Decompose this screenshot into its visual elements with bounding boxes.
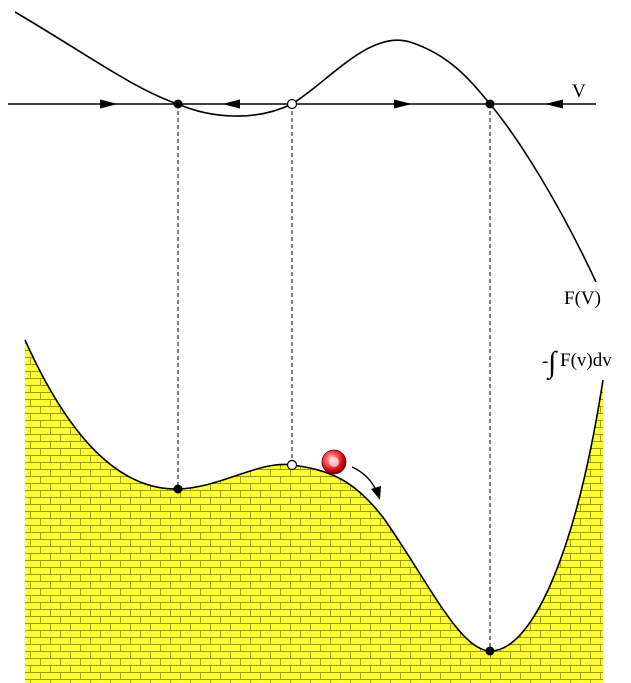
axis-label-v: V (572, 81, 586, 102)
stable-point-left (174, 100, 183, 109)
ball-highlight (329, 457, 339, 467)
motion-arrow-head (371, 486, 381, 500)
unstable-point (288, 100, 297, 109)
f-curve (15, 12, 596, 282)
potential-max (288, 461, 297, 470)
potential-min-right (486, 647, 495, 656)
potential-min-left (174, 485, 183, 494)
potential-label-expr: F(v)dv (560, 350, 612, 371)
curve-label-f: F(V) (564, 288, 601, 309)
potential-landscape (25, 340, 603, 683)
stable-point-right (486, 100, 495, 109)
motion-arrow-path (352, 467, 376, 490)
flow-arrow-right-1 (100, 100, 118, 109)
flow-arrow-left-2 (545, 100, 563, 109)
flow-arrow-left-1 (222, 100, 240, 109)
potential-label-integral: ∫ (546, 346, 558, 381)
flow-arrow-right-2 (394, 100, 412, 109)
